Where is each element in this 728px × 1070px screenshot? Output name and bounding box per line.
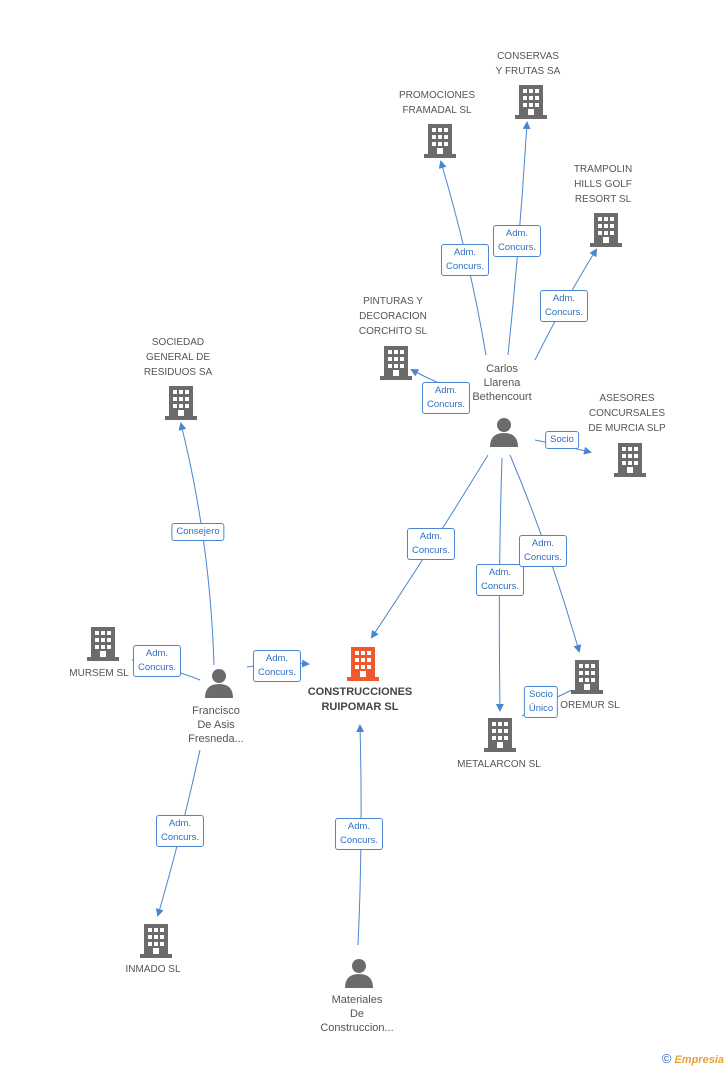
building-icon-construcciones (347, 647, 379, 681)
edge-label-carlos-construcciones[interactable]: Adm. Concurs. (406, 528, 456, 560)
node-francisco[interactable]: Francisco De Asis Fresneda... (188, 705, 244, 745)
node-oremur[interactable]: OREMUR SL (560, 700, 620, 711)
building-icon-inmado (140, 924, 172, 958)
copyright-icon: © (661, 1051, 672, 1066)
edge-label-oremur-metalarcon[interactable]: Socio Único (523, 686, 559, 718)
node-inmado[interactable]: INMADO SL (125, 964, 181, 975)
building-icon-oremur (571, 660, 603, 694)
node-construcciones[interactable]: CONSTRUCCIONES RUIPOMAR SL (307, 686, 413, 713)
node-promociones[interactable]: PROMOCIONES FRAMADAL SL (398, 90, 476, 116)
edge-label-carlos-promociones[interactable]: Adm. Concurs. (440, 244, 490, 276)
edge-label-carlos-metalarcon[interactable]: Adm. Concurs. (475, 564, 525, 596)
edge-label-carlos-pinturas[interactable]: Adm. Concurs. (421, 382, 471, 414)
edge-label-francisco-mursem[interactable]: Adm. Concurs. (132, 645, 182, 677)
node-conservas[interactable]: CONSERVAS Y FRUTAS SA (495, 51, 561, 77)
edge-label-francisco-sociedad[interactable]: Consejero (171, 523, 225, 541)
building-icon-conservas (515, 85, 547, 119)
edge-label-carlos-asesores[interactable]: Socio (545, 431, 579, 449)
building-icon-pinturas (380, 346, 412, 380)
person-icon-carlos (490, 418, 518, 447)
edge-label-materiales-construcciones[interactable]: Adm. Concurs. (334, 818, 384, 850)
edge-label-carlos-conservas[interactable]: Adm. Concurs. (492, 225, 542, 257)
person-icon-francisco (205, 669, 233, 698)
person-icon-materiales (345, 959, 373, 988)
edge-label-francisco-construcciones[interactable]: Adm. Concurs. (252, 650, 302, 682)
building-icon-mursem (87, 627, 119, 661)
node-pinturas[interactable]: PINTURAS Y DECORACION CORCHITO SL (358, 296, 428, 337)
node-metalarcon[interactable]: METALARCON SL (457, 759, 541, 770)
edge-label-francisco-inmado[interactable]: Adm. Concurs. (155, 815, 205, 847)
building-icon-asesores (614, 443, 646, 477)
building-icon-metalarcon (484, 718, 516, 752)
node-mursem[interactable]: MURSEM SL (69, 668, 129, 679)
edge-label-carlos-oremur[interactable]: Adm. Concurs. (518, 535, 568, 567)
building-icon-trampolin (590, 213, 622, 247)
footer-brand: © Empresia (662, 1051, 724, 1066)
node-asesores[interactable]: ASESORES CONCURSALES DE MURCIA SLP (588, 393, 666, 434)
brand-logo: Empresia (674, 1054, 724, 1066)
node-sociedad[interactable]: SOCIEDAD GENERAL DE RESIDUOS SA (143, 337, 213, 378)
edge-label-carlos-trampolin[interactable]: Adm. Concurs. (539, 290, 589, 322)
building-icon-sociedad (165, 386, 197, 420)
building-icon-promociones (424, 124, 456, 158)
node-carlos[interactable]: Carlos Llarena Bethencourt (472, 363, 532, 403)
node-materiales[interactable]: Materiales De Construccion... (320, 994, 394, 1034)
edge-francisco-sociedad (178, 422, 215, 666)
node-trampolin[interactable]: TRAMPOLIN HILLS GOLF RESORT SL (573, 164, 633, 205)
